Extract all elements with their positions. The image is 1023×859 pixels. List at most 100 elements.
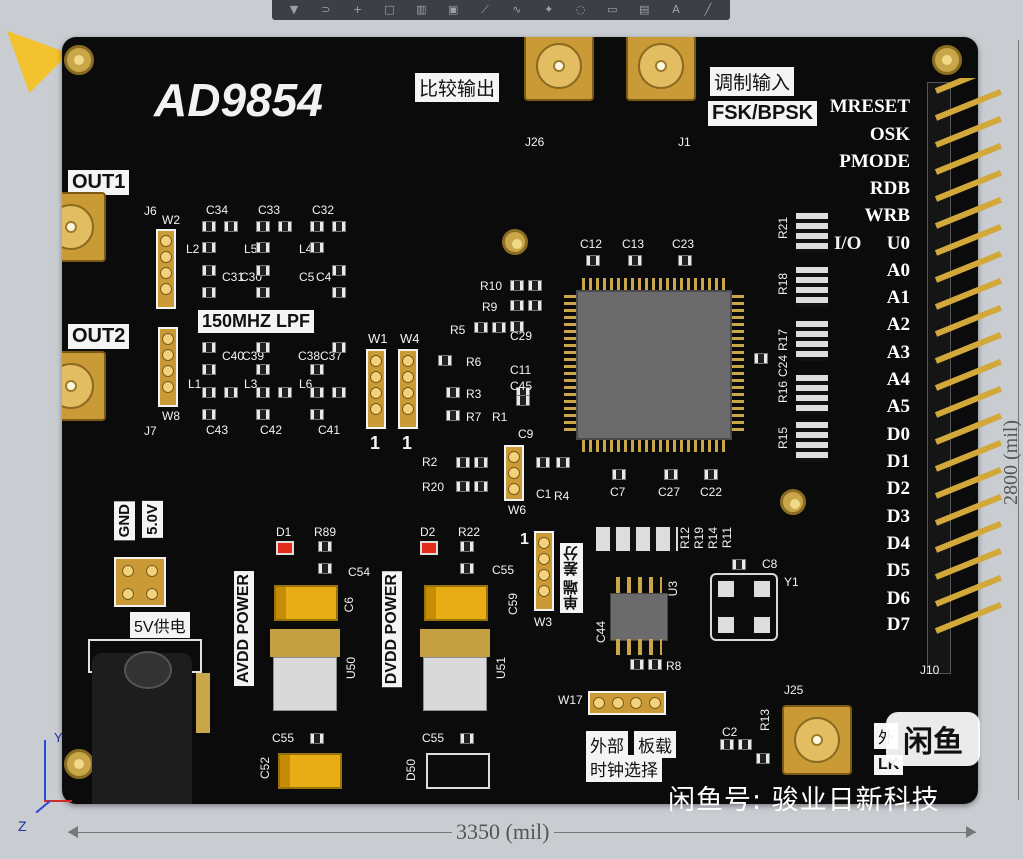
modulation-input-label: 调制输入 <box>710 67 795 96</box>
power-pin-header[interactable] <box>114 557 166 607</box>
cap-c31-label: C31 <box>222 270 245 284</box>
pin-label-d7: D7 <box>886 614 910 635</box>
jumper-w17[interactable] <box>588 691 666 715</box>
cap-c9-label: C9 <box>518 427 534 441</box>
pin-label-d5: D5 <box>886 560 910 581</box>
j1-label: J1 <box>678 135 691 149</box>
y-axis-label: Y <box>54 730 63 745</box>
text-icon[interactable]: A <box>672 3 680 16</box>
inductor-l2-label: L2 <box>186 242 200 256</box>
jumper-w1[interactable] <box>366 349 386 429</box>
cap-c22-label: C22 <box>700 485 723 499</box>
pin-label-a0: A0 <box>886 260 910 281</box>
dc-jack[interactable] <box>78 639 210 804</box>
resistor-array-r15 <box>796 422 828 462</box>
height-dimension-label: 2800 (mil) <box>1000 420 1022 505</box>
res-r1-label: R1 <box>492 410 508 424</box>
res-r17-label: R17 <box>776 329 790 352</box>
w1-label: W1 <box>368 331 388 346</box>
res-r4-label: R4 <box>554 489 570 503</box>
onboard-clock-label: 板载 <box>634 731 676 758</box>
u50-label: U50 <box>344 657 358 680</box>
cap-c42-label: C42 <box>260 423 283 437</box>
inductor-l1-label: L1 <box>188 377 202 391</box>
via-icon[interactable]: ◌ <box>575 3 586 16</box>
cap-c32-label: C32 <box>312 203 335 217</box>
resistor-array-r17 <box>796 321 828 361</box>
filter-icon[interactable]: ▼ <box>289 3 299 16</box>
5v-power-label: 5V供电 <box>130 612 190 638</box>
cap-c6-label: C6 <box>342 597 356 613</box>
cap-c55-label: C55 <box>422 731 445 745</box>
diode-d50 <box>426 753 490 789</box>
cap-c58-label: C54 <box>348 565 371 579</box>
board-icon[interactable]: ▤ <box>639 3 650 16</box>
plus-icon[interactable]: + <box>353 3 363 16</box>
jumper-w3[interactable] <box>534 531 554 611</box>
inductor-l3-label: L3 <box>244 377 258 391</box>
magnet-icon[interactable]: ⊃ <box>321 3 331 16</box>
res-r16-label: R16 <box>776 381 790 404</box>
tantalum-cap-c6 <box>274 585 338 621</box>
select-rect-icon[interactable]: □ <box>384 3 395 16</box>
u3-label: U3 <box>666 581 680 597</box>
jumper-w4[interactable] <box>398 349 418 429</box>
w1-pin1-label: 1 <box>370 433 381 453</box>
align-icon[interactable]: ▥ <box>416 3 427 16</box>
regulator-tab-u51 <box>420 629 490 657</box>
pin-label-a5: A5 <box>886 396 910 417</box>
res-r2-label: R2 <box>422 455 438 469</box>
cap-c29-label: C29 <box>510 329 533 343</box>
inductor-l5-label: L5 <box>244 242 258 256</box>
differential-label: 差分 <box>560 543 583 579</box>
jumper-w8[interactable] <box>158 327 178 407</box>
pin-label-d3: D3 <box>886 506 910 527</box>
board-title: AD9854 <box>154 74 323 126</box>
res-r3-label: R3 <box>466 387 482 401</box>
resistor-row <box>596 527 678 551</box>
via-hole <box>780 489 806 515</box>
component-icon[interactable]: ▣ <box>447 3 459 16</box>
pin-label-u0: U0 <box>886 233 910 254</box>
y1-label: Y1 <box>784 575 799 589</box>
pin-icon[interactable]: ✦ <box>544 3 554 16</box>
pin-label-mreset: MRESET <box>829 96 910 117</box>
res-r9-label: R9 <box>482 300 498 314</box>
avdd-power-label: AVDD POWER <box>234 571 254 687</box>
cap-c7-label: C7 <box>610 485 626 499</box>
sma-connector-j1[interactable] <box>626 37 696 101</box>
region-icon[interactable]: ▭ <box>607 3 618 16</box>
route-icon[interactable]: ⟋ <box>481 3 489 16</box>
cap-c59-label: C55 <box>492 563 515 577</box>
sma-connector-j7[interactable] <box>62 351 106 421</box>
compare-output-label: 比较输出 <box>415 73 500 102</box>
sma-connector-j25[interactable] <box>782 705 852 775</box>
w3-label: W3 <box>534 615 552 629</box>
w3-pin1-label: 1 <box>520 531 529 548</box>
line-icon[interactable]: ╱ <box>704 3 712 16</box>
sma-connector-j26[interactable] <box>524 37 594 101</box>
cap-c38-label: C38 <box>298 349 321 363</box>
cap-c44-label: C44 <box>594 621 608 644</box>
cap-c1-label: C1 <box>536 487 552 501</box>
cap-c34-label: C34 <box>206 203 229 217</box>
j10-label: J10 <box>920 663 940 677</box>
cap-c52-label: C52 <box>258 757 272 780</box>
sma-connector-j6[interactable] <box>62 192 106 262</box>
res-r11-label: R11 <box>720 527 734 549</box>
pin-label-wrb: WRB <box>864 205 910 226</box>
jumper-w6[interactable] <box>504 445 524 501</box>
pin-label-a2: A2 <box>886 314 910 335</box>
res-r6-label: R6 <box>466 355 482 369</box>
j26-label: J26 <box>525 135 545 149</box>
arrow-cursor-icon <box>0 10 70 94</box>
jumper-w2[interactable] <box>156 229 176 309</box>
watermark-text: 闲鱼号: 骏业日新科技 <box>668 785 940 816</box>
clock-select-label: 时钟选择 <box>586 755 662 782</box>
cap-c45-label: C45 <box>510 379 533 393</box>
5v-label: 5.0V <box>142 501 163 538</box>
inductor-l4-label: L4 <box>299 242 313 256</box>
pin-label-pmode: PMODE <box>839 151 910 172</box>
net-icon[interactable]: ∿ <box>512 3 522 16</box>
j6-label: J6 <box>144 204 157 218</box>
